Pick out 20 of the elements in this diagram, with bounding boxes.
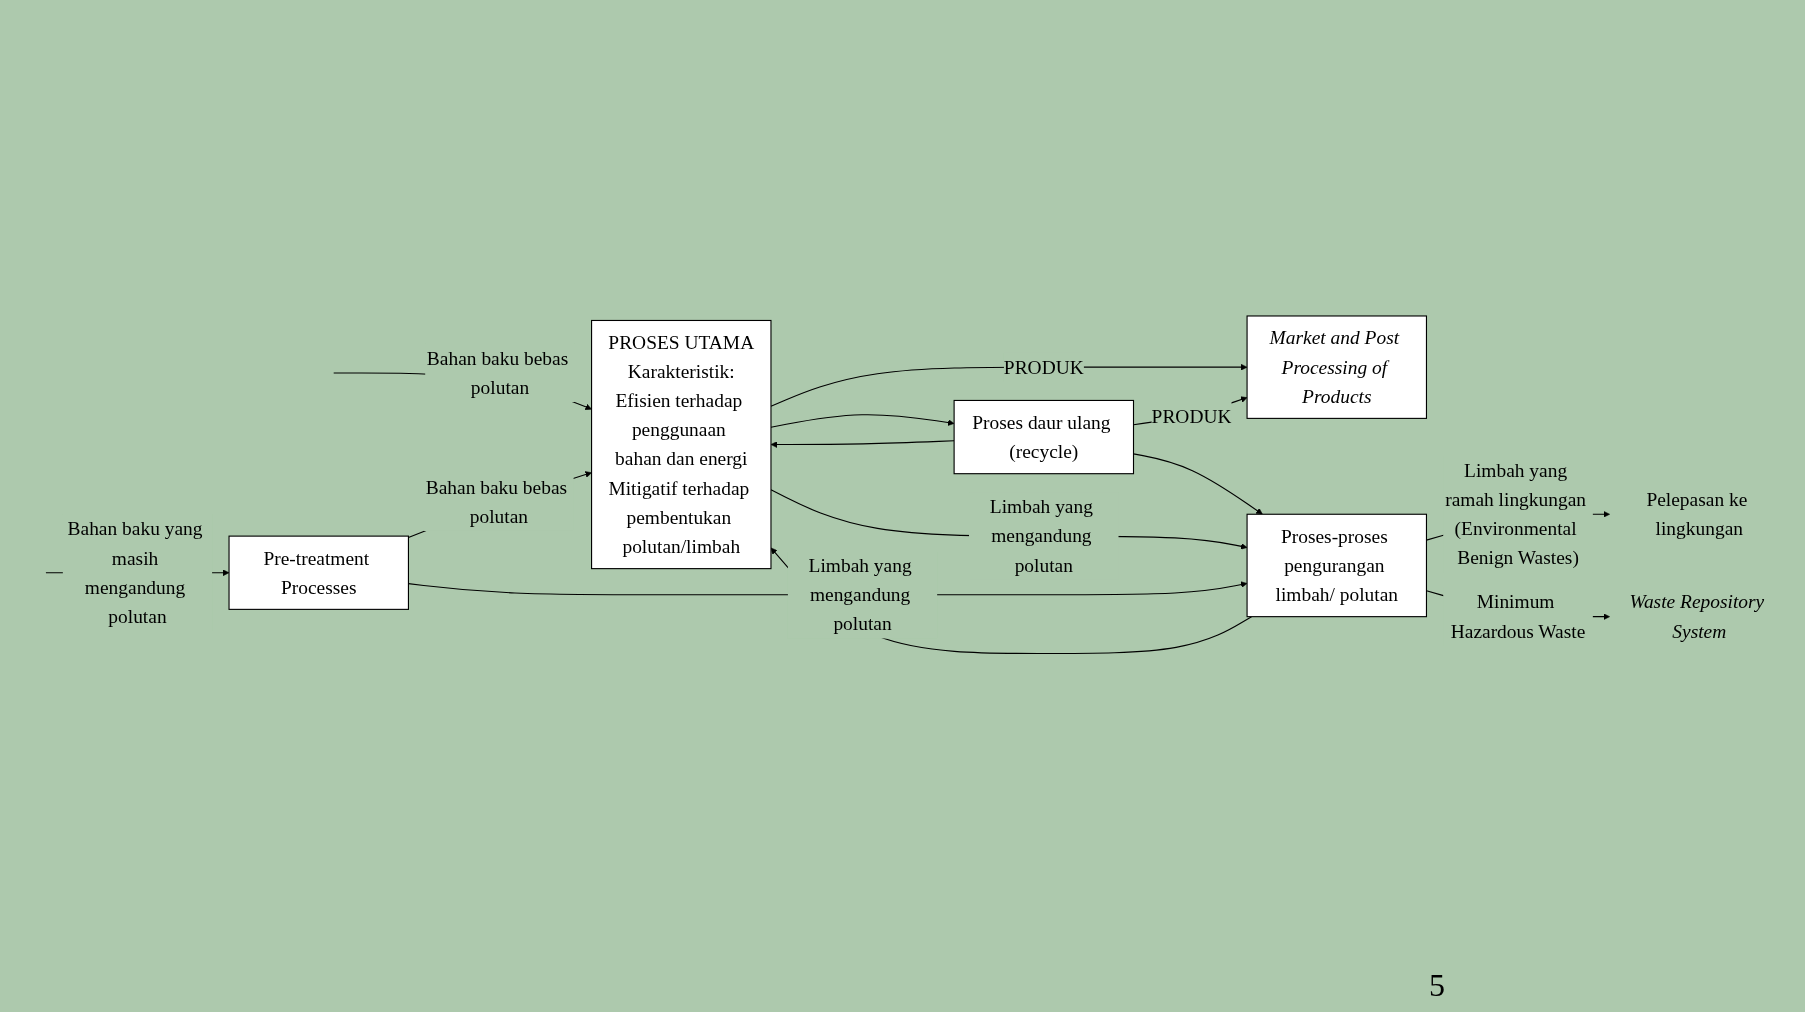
node-box bbox=[228, 535, 409, 611]
edge-label: Limbah yang mengandung polutan bbox=[808, 555, 912, 636]
edge-label: Limbah yang mengandung polutan bbox=[989, 496, 1093, 577]
node-box bbox=[1246, 315, 1427, 420]
node-box bbox=[591, 320, 772, 570]
edge-label: PRODUK bbox=[1003, 356, 1084, 379]
page-number: 5 bbox=[1429, 967, 1445, 1003]
node-box bbox=[953, 400, 1135, 475]
edge-label: Limbah yang ramah lingkungan (Environmental Benign Wastes) bbox=[1445, 459, 1587, 570]
edge-label: Bahan baku bebas polutan bbox=[426, 347, 569, 399]
edge-label: PRODUK bbox=[1151, 405, 1232, 428]
edge-label: Bahan baku yang masih mengandung polutan bbox=[67, 518, 203, 628]
flowchart: Bahan baku bebas polutan PRODUK PRODUK Limbah yang mengandung polutan Limbah yang ramah lingkungan (Environmental Benign Wastes) Minimum Hazardous Waste Limbah yang mengandung polutan Bahan baku bebas polutan Bahan baku yang masih mengandung polutan PROSES UTAMA Karakteristik: Efisien terhadap penggunaan bahan dan energi Mitigatif terhadap pembentukan polutan/limbah Market and Post Processing of Products Proses daur ulang (recycle) Proses-proses pengurangan limbah/ polutan Pelepasan ke lingkungan Waste Repository System Pre-treatment Processes bbox=[10, 310, 1795, 660]
arrow bbox=[770, 440, 955, 449]
arrow bbox=[770, 414, 955, 429]
node-text: Waste Repository System bbox=[1629, 591, 1765, 643]
node-text: Pelepasan ke lingkungan bbox=[1646, 489, 1748, 540]
edge-label: Minimum Hazardous Waste bbox=[1450, 591, 1586, 643]
node-box bbox=[1246, 513, 1427, 618]
edge-label: Bahan baku bebas polutan bbox=[425, 476, 568, 528]
